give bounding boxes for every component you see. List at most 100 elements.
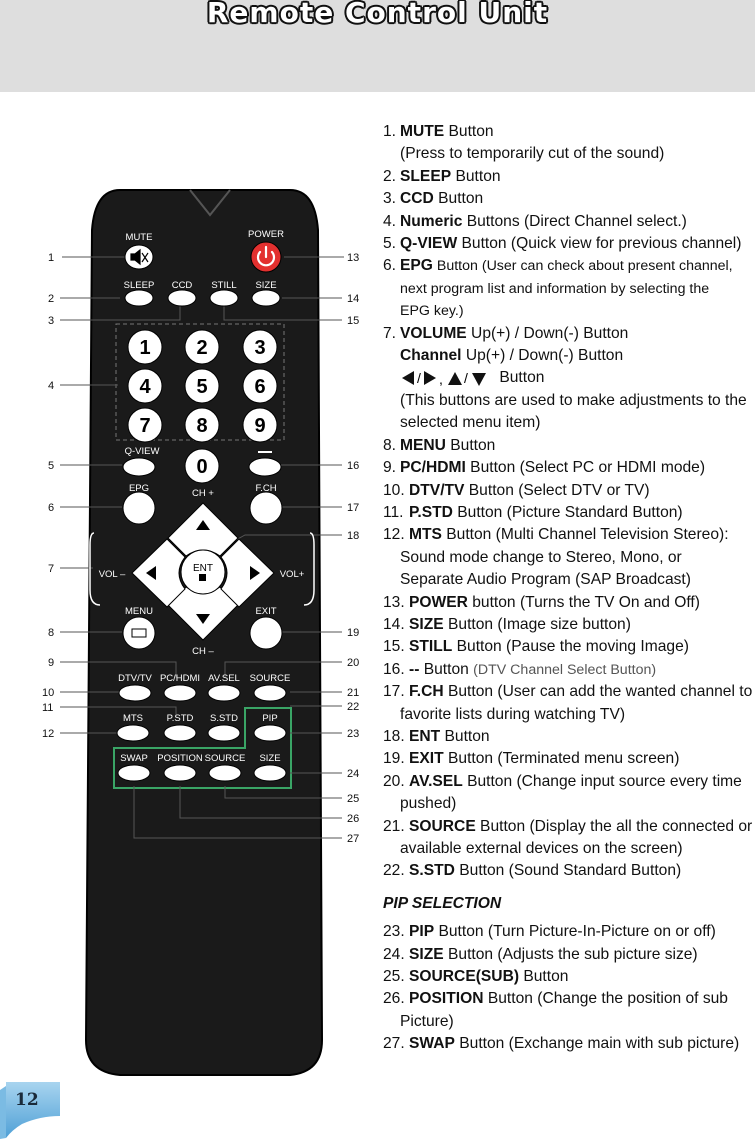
item-number: 13. [383,593,405,611]
label-ch-plus: CH + [192,488,214,499]
digit-8-label: 8 [196,415,207,437]
description-continuation: Sound mode change to Stereo, Mono, or [400,548,682,566]
item-number: 23. [383,923,405,941]
label-vol-plus: VOL+ [280,569,305,580]
page-title: Remote Control Unit [206,0,549,29]
item-text: Button [451,167,501,185]
label-sleep: SLEEP [124,280,155,291]
item-text: Button (Change the position of sub [483,990,728,1008]
item-text: Button (Adjusts the sub picture size) [443,945,698,963]
item-text: Button [495,369,545,387]
description-item: 25.SOURCE(SUB) Button [383,966,755,988]
item-text: Button [419,660,474,678]
item-key: VOLUME [400,324,467,342]
item-text: Button (Quick view for previous channel) [457,235,742,253]
description-item: 6.EPG Button (User can check about prese… [383,255,755,277]
fch-button[interactable] [249,491,283,525]
item-number: 5. [383,235,397,253]
description-item: 19.EXIT Button (Terminated menu screen) [383,748,755,770]
avsel-button[interactable] [207,684,241,702]
label-vol-minus: VOL – [99,569,126,580]
callout-5: 5 [48,460,54,472]
digit-2-button[interactable] [184,329,220,365]
dash-button[interactable] [248,457,282,477]
item-key: MTS [409,526,442,544]
description-item: 18.ENT Button [383,726,755,748]
label-dtvtv: DTV/TV [118,673,152,684]
item-text: Button (Pause the moving Image) [452,638,689,656]
mts-button[interactable] [116,724,150,742]
item-number: 8. [383,436,397,454]
position-button[interactable] [163,764,197,782]
still-button[interactable] [209,289,239,307]
digit-5-button[interactable] [184,368,220,404]
callout-15: 15 [347,315,359,327]
item-number: 25. [383,968,405,986]
item-key: PC/HDMI [400,459,466,477]
comma: , [439,371,443,387]
description-item: 9.PC/HDMI Button (Select PC or HDMI mode… [383,457,755,479]
dtvtv-button[interactable] [118,684,152,702]
item-text: Button (User can add the wanted channel … [443,683,753,701]
item-text: Button (Picture Standard Button) [452,503,683,521]
digit-4-button[interactable] [127,368,163,404]
vol-down-button[interactable] [131,538,186,608]
size-button[interactable] [251,289,281,307]
swap-button[interactable] [117,764,151,782]
item-key: S.STD [409,862,455,880]
item-text: Button (Turn Picture-In-Picture on or of… [434,923,716,941]
sleep-button[interactable] [124,289,154,307]
description-item: 8.MENU Button [383,435,755,457]
callout-16: 16 [347,460,359,472]
ent-button[interactable] [180,549,226,595]
label-qview: Q-VIEW [125,446,160,457]
menu-icon [131,628,147,638]
item-key: POSITION [409,990,484,1008]
qview-button[interactable] [122,457,156,477]
label-pchdmi: PC/HDMI [160,673,200,684]
item-text: Button [445,436,496,454]
digit-6-button[interactable] [242,368,278,404]
size-sub-button[interactable] [253,764,287,782]
item-key: P.STD [409,503,453,521]
label-size-sub: SIZE [259,753,280,764]
pchdmi-button[interactable] [163,684,197,702]
digit-7-button[interactable] [127,407,163,443]
slash: / [417,370,421,386]
description-item: 3.CCD Button [383,188,755,210]
source-button[interactable] [253,684,287,702]
item-note: (DTV Channel Select Button) [473,661,657,678]
item-key: ENT [409,727,441,745]
item-number: 21. [383,817,405,835]
label-exit: EXIT [255,606,276,617]
digit-1-button[interactable] [127,329,163,365]
description-continuation: favorite lists during watching TV) [400,705,626,723]
digit-9-button[interactable] [242,407,278,443]
item-text: Button [433,190,484,208]
sstd-button[interactable] [207,724,241,742]
exit-button[interactable] [249,616,283,650]
digit-8-button[interactable] [184,407,220,443]
label-fch: F.CH [255,483,276,494]
callout-8: 8 [48,627,54,639]
digit-1-label: 1 [139,337,150,359]
item-key: POWER [409,593,468,611]
item-text: Button (User can check about present cha… [432,258,733,275]
menu-button[interactable] [122,616,156,650]
epg-button[interactable] [122,491,156,525]
item-number: 26. [383,990,405,1008]
description-item: 12.MTS Button (Multi Channel Television … [383,524,755,546]
description-continuation: next program list and information by sel… [400,280,710,297]
pip-button[interactable] [253,724,287,742]
callout-4: 4 [48,380,54,392]
item-key: MENU [400,436,446,454]
callout-22: 22 [347,701,359,713]
callout-6: 6 [48,502,54,514]
label-source: SOURCE [250,673,291,684]
digit-0-button[interactable] [184,448,220,484]
pstd-button[interactable] [163,724,197,742]
vol-up-button[interactable] [220,538,275,608]
source-sub-button[interactable] [208,764,242,782]
ccd-button[interactable] [167,289,197,307]
digit-3-button[interactable] [242,329,278,365]
